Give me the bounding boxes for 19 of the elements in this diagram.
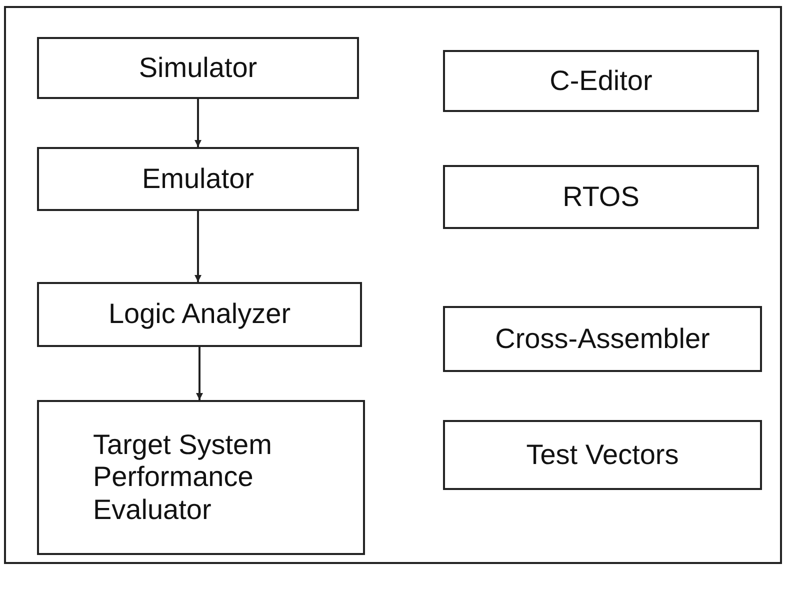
box-label: RTOS xyxy=(562,180,640,214)
box-label: Target System Performance Evaluator xyxy=(93,429,273,526)
box-label: Logic Analyzer xyxy=(108,298,291,331)
box-label: Cross-Assembler xyxy=(495,322,710,356)
process-box xyxy=(443,306,762,372)
box-label: C-Editor xyxy=(550,64,652,98)
process-box xyxy=(37,37,359,99)
process-box xyxy=(37,400,365,555)
box-label: Simulator xyxy=(138,52,258,84)
process-box xyxy=(37,147,359,211)
arrow xyxy=(196,347,203,400)
arrow xyxy=(194,99,202,147)
process-box xyxy=(443,420,762,490)
process-box xyxy=(443,165,759,229)
box-label: Test Vectors xyxy=(526,438,679,472)
process-box xyxy=(37,282,362,347)
box-label: Emulator xyxy=(142,162,254,196)
process-box xyxy=(443,50,759,112)
arrow xyxy=(194,211,202,282)
